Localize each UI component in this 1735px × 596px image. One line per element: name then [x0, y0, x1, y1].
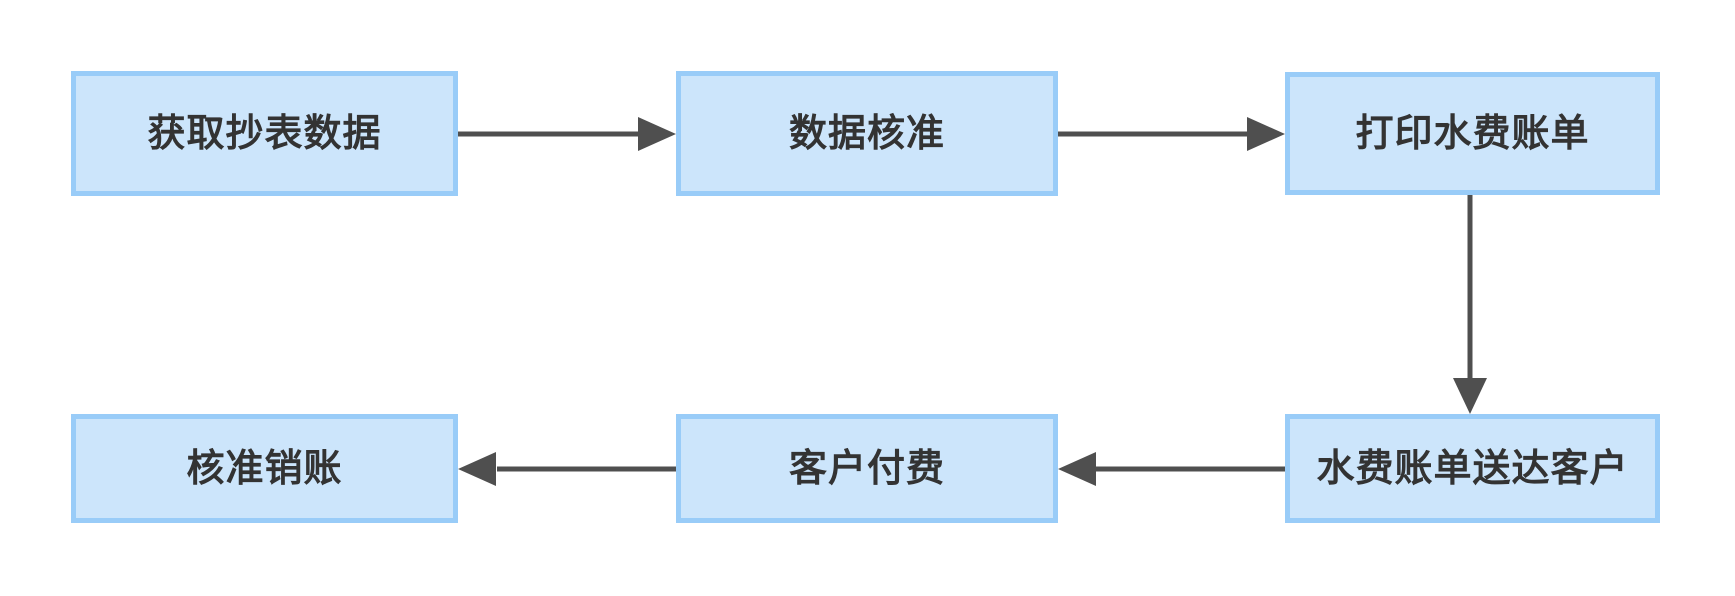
- flow-node-label: 数据核准: [788, 112, 945, 155]
- flow-node-print-water-bill: 打印水费账单: [1285, 72, 1660, 195]
- flow-node-label: 客户付费: [788, 447, 945, 490]
- arrow-data-verification-to-print-water-bill: [1058, 117, 1285, 151]
- flow-node-approve-writeoff: 核准销账: [71, 414, 458, 523]
- arrow-customer-payment-to-approve-writeoff: [458, 452, 676, 486]
- flow-node-data-verification: 数据核准: [676, 71, 1058, 196]
- flow-node-customer-payment: 客户付费: [676, 414, 1058, 523]
- flow-node-label: 打印水费账单: [1355, 112, 1590, 155]
- flow-node-label: 水费账单送达客户: [1316, 447, 1629, 490]
- flow-node-deliver-bill-to-customer: 水费账单送达客户: [1285, 414, 1660, 523]
- flow-node-get-meter-data: 获取抄表数据: [71, 71, 458, 196]
- arrow-head-down-icon: [1453, 378, 1487, 414]
- flow-node-label: 获取抄表数据: [147, 112, 382, 155]
- arrow-head-left-icon: [1058, 452, 1096, 486]
- arrow-get-meter-data-to-data-verification: [458, 117, 676, 151]
- arrow-head-left-icon: [458, 452, 496, 486]
- arrow-head-right-icon: [1247, 117, 1285, 151]
- arrow-head-right-icon: [638, 117, 676, 151]
- flow-node-label: 核准销账: [186, 447, 343, 490]
- arrow-deliver-bill-to-customer-payment: [1058, 452, 1285, 486]
- arrow-print-water-bill-to-deliver-bill: [1453, 195, 1487, 414]
